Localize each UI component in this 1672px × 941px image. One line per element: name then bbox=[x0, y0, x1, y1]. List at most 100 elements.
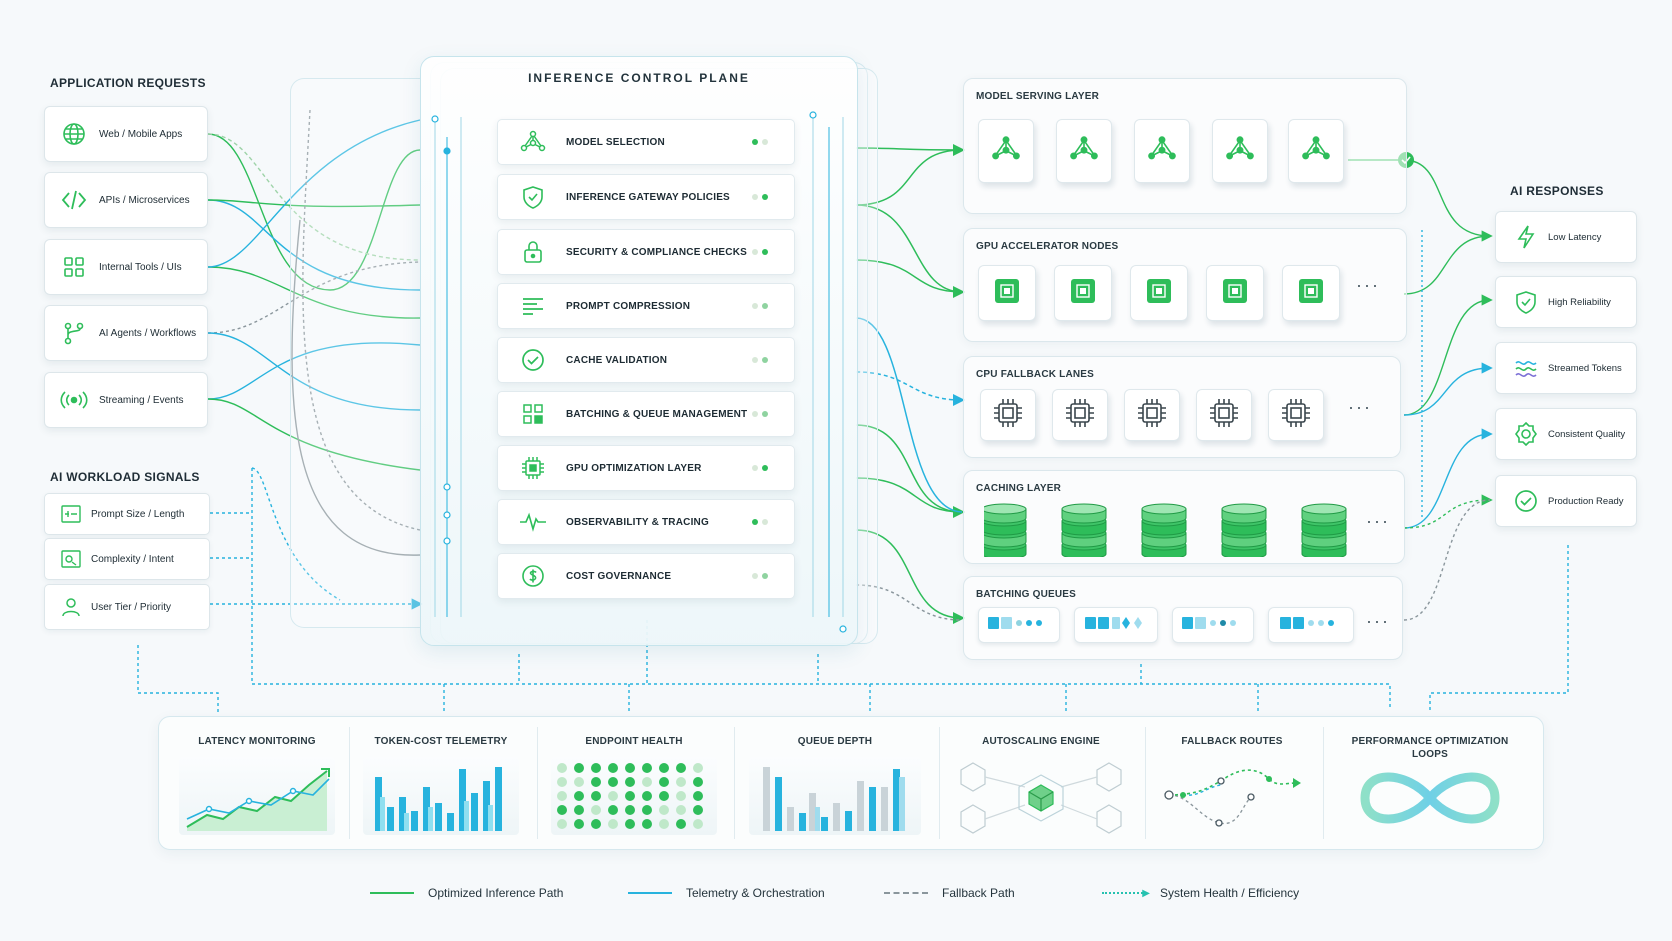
gpu-node[interactable] bbox=[1206, 265, 1264, 321]
request-apis[interactable]: APIs / Microservices bbox=[44, 172, 208, 228]
model-tile[interactable] bbox=[1056, 119, 1112, 183]
shield-check-icon bbox=[518, 185, 548, 209]
batch-queue[interactable] bbox=[1172, 607, 1254, 643]
workload-signals-title: AI WORKLOAD SIGNALS bbox=[50, 470, 200, 484]
gpu-node[interactable] bbox=[1282, 265, 1340, 321]
cache-databases bbox=[984, 503, 1347, 557]
signal-user-tier[interactable]: User Tier / Priority bbox=[44, 584, 210, 630]
fallback-routes[interactable]: FALLBACK ROUTES bbox=[1147, 717, 1317, 849]
performance-optimization-loops[interactable]: PERFORMANCE OPTIMIZATION LOOPS bbox=[1325, 717, 1535, 849]
request-internal-tools[interactable]: Internal Tools / UIs bbox=[44, 239, 208, 295]
step-cache-validation[interactable]: CACHE VALIDATION bbox=[497, 337, 795, 383]
database-icon bbox=[984, 503, 1027, 557]
queue-depth[interactable]: QUEUE DEPTH bbox=[737, 717, 933, 849]
step-label: GPU OPTIMIZATION LAYER bbox=[566, 462, 702, 474]
signal-prompt-size[interactable]: Prompt Size / Length bbox=[44, 493, 210, 535]
monitor-divider bbox=[1323, 727, 1324, 839]
plane-shadow-back bbox=[290, 78, 421, 628]
complexity-icon bbox=[61, 550, 81, 568]
latency-chart bbox=[179, 757, 335, 835]
legend-fallback: Fallback Path bbox=[884, 886, 1015, 900]
request-label: APIs / Microservices bbox=[99, 194, 190, 206]
network-icon bbox=[1225, 135, 1255, 168]
gpu-accelerator-nodes: GPU ACCELERATOR NODES ··· bbox=[963, 228, 1407, 342]
cpu-chip-icon bbox=[992, 397, 1024, 434]
arrow-right-icon: ▶ bbox=[1142, 888, 1150, 899]
database-icon bbox=[1221, 503, 1267, 557]
endpoint-status-dot bbox=[659, 763, 669, 773]
step-security-compliance[interactable]: SECURITY & COMPLIANCE CHECKS bbox=[497, 229, 795, 275]
step-label: COST GOVERNANCE bbox=[566, 570, 672, 582]
batch-queue[interactable] bbox=[1268, 607, 1354, 643]
endpoint-status-dot bbox=[693, 777, 703, 787]
cpu-lane[interactable] bbox=[980, 389, 1036, 441]
monitor-divider bbox=[1145, 727, 1146, 839]
step-label: INFERENCE GATEWAY POLICIES bbox=[566, 191, 730, 203]
legend-swatch-green bbox=[370, 892, 414, 894]
endpoint-status-dot bbox=[676, 763, 686, 773]
token-cost-chart bbox=[363, 757, 519, 835]
token-cost-telemetry[interactable]: TOKEN-COST TELEMETRY bbox=[351, 717, 531, 849]
gpu-chip-icon bbox=[994, 278, 1020, 309]
step-cost-governance[interactable]: COST GOVERNANCE bbox=[497, 553, 795, 599]
response-consistent-quality[interactable]: Consistent Quality bbox=[1495, 408, 1637, 460]
endpoint-status-dot bbox=[591, 791, 601, 801]
step-gateway-policies[interactable]: INFERENCE GATEWAY POLICIES bbox=[497, 174, 795, 220]
legend-swatch-teal: ▶ bbox=[1102, 888, 1150, 899]
legend-optimized-path: Optimized Inference Path bbox=[370, 886, 563, 900]
gpu-node[interactable] bbox=[1130, 265, 1188, 321]
request-web-mobile[interactable]: Web / Mobile Apps bbox=[44, 106, 208, 162]
inference-control-plane: INFERENCE CONTROL PLANE MODEL SELECTION … bbox=[420, 56, 858, 646]
request-ai-agents[interactable]: AI Agents / Workflows bbox=[44, 305, 208, 361]
step-prompt-compression[interactable]: PROMPT COMPRESSION bbox=[497, 283, 795, 329]
request-label: Web / Mobile Apps bbox=[99, 128, 183, 140]
request-label: Streaming / Events bbox=[99, 394, 184, 406]
request-streaming[interactable]: Streaming / Events bbox=[44, 372, 208, 428]
signal-complexity[interactable]: Complexity / Intent bbox=[44, 538, 210, 580]
cpu-lane[interactable] bbox=[1268, 389, 1324, 441]
signal-label: Prompt Size / Length bbox=[91, 508, 185, 520]
signal-label: Complexity / Intent bbox=[91, 553, 174, 565]
model-tile[interactable] bbox=[978, 119, 1034, 183]
response-streamed-tokens[interactable]: Streamed Tokens bbox=[1495, 342, 1637, 394]
status-dots bbox=[752, 573, 768, 579]
queue-items-icon bbox=[1084, 616, 1148, 635]
response-high-reliability[interactable]: High Reliability bbox=[1495, 276, 1637, 328]
latency-monitoring[interactable]: LATENCY MONITORING bbox=[167, 717, 347, 849]
network-icon bbox=[1069, 135, 1099, 168]
endpoint-status-dot bbox=[574, 805, 584, 815]
response-production-ready[interactable]: Production Ready bbox=[1495, 475, 1637, 527]
endpoint-status-dot bbox=[574, 791, 584, 801]
cpu-lane[interactable] bbox=[1052, 389, 1108, 441]
step-model-selection[interactable]: MODEL SELECTION bbox=[497, 119, 795, 165]
endpoint-status-dot bbox=[642, 791, 652, 801]
step-batching-queue[interactable]: BATCHING & QUEUE MANAGEMENT bbox=[497, 391, 795, 437]
network-icon bbox=[991, 135, 1021, 168]
endpoint-health[interactable]: ENDPOINT HEALTH bbox=[539, 717, 729, 849]
cpu-lane[interactable] bbox=[1196, 389, 1252, 441]
autoscaling-engine[interactable]: AUTOSCALING ENGINE bbox=[941, 717, 1141, 849]
model-tile[interactable] bbox=[1212, 119, 1268, 183]
batch-queue[interactable] bbox=[978, 607, 1060, 643]
cpu-lane[interactable] bbox=[1124, 389, 1180, 441]
legend-label: System Health / Efficiency bbox=[1160, 886, 1300, 900]
shield-check-icon bbox=[1514, 290, 1538, 314]
step-gpu-optimization[interactable]: GPU OPTIMIZATION LAYER bbox=[497, 445, 795, 491]
monitor-title: FALLBACK ROUTES bbox=[1181, 736, 1283, 747]
step-label: CACHE VALIDATION bbox=[566, 354, 668, 366]
gpu-node[interactable] bbox=[1054, 265, 1112, 321]
queue-items-icon bbox=[1279, 616, 1343, 635]
squares-icon bbox=[518, 403, 548, 425]
gpu-node[interactable] bbox=[978, 265, 1036, 321]
response-label: Low Latency bbox=[1548, 231, 1602, 243]
model-tile[interactable] bbox=[1134, 119, 1190, 183]
layer-title: GPU ACCELERATOR NODES bbox=[976, 241, 1119, 252]
gpu-chip-icon bbox=[1146, 278, 1172, 309]
batch-queue[interactable] bbox=[1074, 607, 1158, 643]
endpoint-status-dot bbox=[625, 791, 635, 801]
network-icon bbox=[1147, 135, 1177, 168]
status-dots bbox=[752, 519, 768, 525]
response-low-latency[interactable]: Low Latency bbox=[1495, 211, 1637, 263]
model-tile[interactable] bbox=[1288, 119, 1344, 183]
step-observability[interactable]: OBSERVABILITY & TRACING bbox=[497, 499, 795, 545]
